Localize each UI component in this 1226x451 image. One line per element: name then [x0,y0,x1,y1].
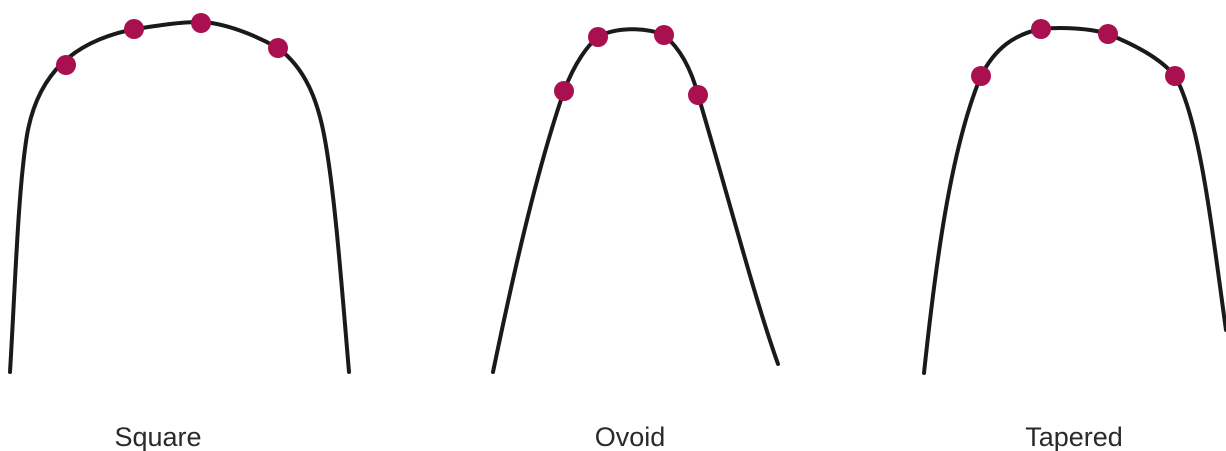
square-marker-dot [191,13,211,33]
ovoid-marker-dot [588,27,608,47]
tapered-marker-dot [1031,19,1051,39]
ovoid-arch-curve [493,29,778,372]
ovoid-arch-figure: Ovoid [493,25,778,451]
ovoid-marker-dot [554,81,574,101]
square-marker-dot [268,38,288,58]
ovoid-marker-dot [654,25,674,45]
square-marker-dot [124,19,144,39]
square-arch-curve [10,22,349,372]
tapered-label: Tapered [1025,422,1123,451]
tapered-marker-dot [1165,66,1185,86]
square-marker-dot [56,55,76,75]
square-label: Square [114,422,201,451]
tapered-marker-dot [1098,24,1118,44]
square-arch-figure: Square [10,13,349,451]
ovoid-marker-dot [688,85,708,105]
tapered-arch-figure: Tapered [924,19,1226,451]
ovoid-label: Ovoid [595,422,666,451]
tapered-marker-dot [971,66,991,86]
